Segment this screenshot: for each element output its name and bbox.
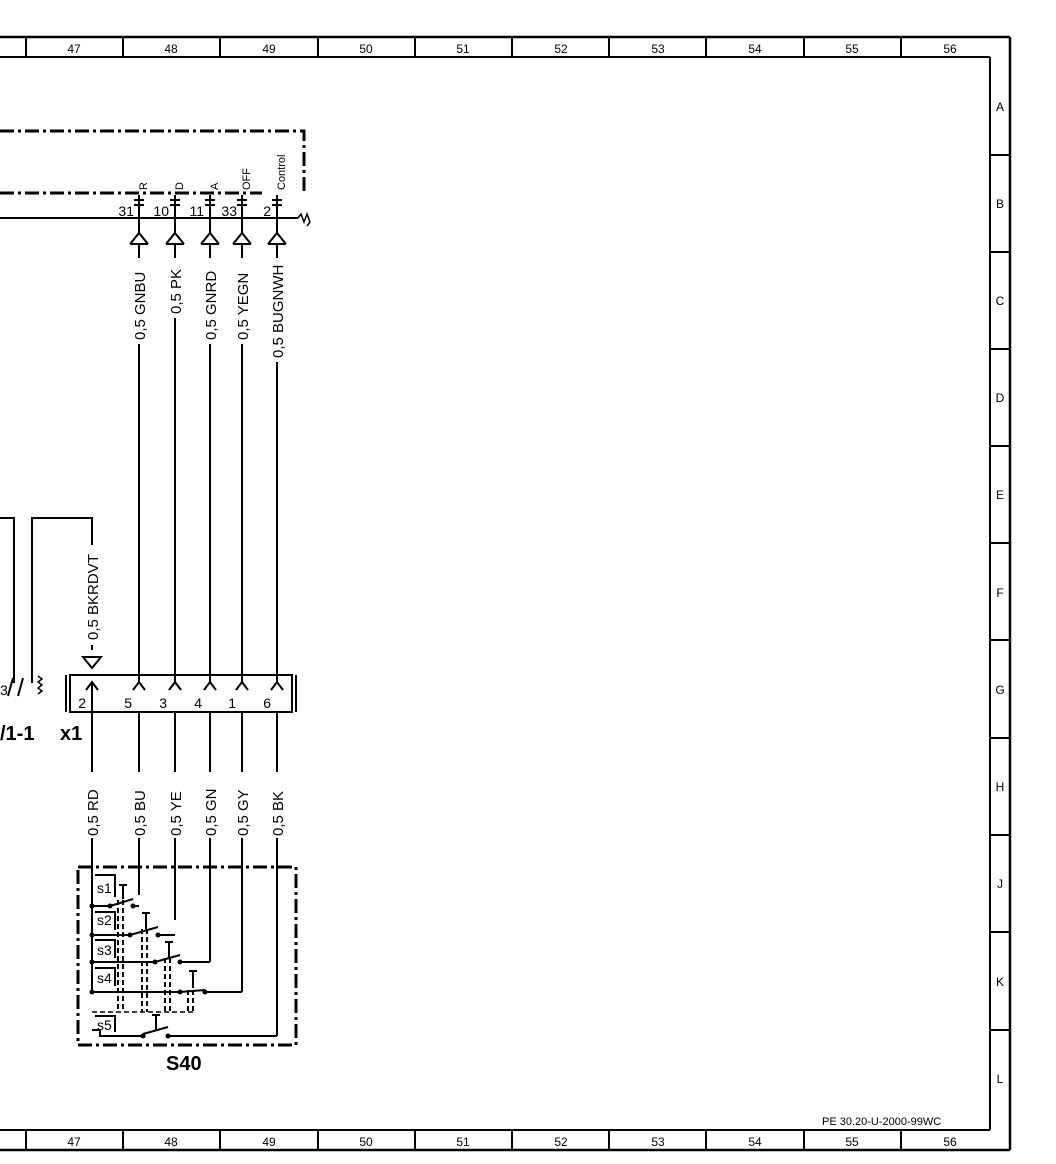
wire-label: 0,5 GNBU <box>132 272 149 340</box>
ground-arrow-icon <box>80 656 104 670</box>
connector-pin: 2 <box>78 695 86 711</box>
wire-label: 0,5 BUGNWH <box>270 265 287 358</box>
wire-label: 0,5 PK <box>168 269 185 314</box>
connector-name: x1 <box>60 723 82 745</box>
row-label: B <box>996 197 1004 211</box>
col-top: 53 <box>651 42 665 56</box>
col-top: 56 <box>943 42 957 56</box>
switch-contact-label: s5 <box>97 1017 112 1033</box>
switch-contact-label: s2 <box>97 912 112 928</box>
lower-wire-labels: 0,5 RD 0,5 BU 0,5 YE 0,5 GN 0,5 GY 0,5 B… <box>84 772 287 838</box>
col-bottom: 54 <box>748 1135 762 1149</box>
col-top: 52 <box>554 42 568 56</box>
row-label: F <box>996 586 1003 600</box>
switch-contact-label: s1 <box>97 880 112 896</box>
upper-wire-labels: 0,5 GNBU 0,5 PK 0,5 GNRD 0,5 YEGN 0,5 BU… <box>131 258 287 362</box>
switch-s40: s1 s2 s3 s4 s5 S40 <box>76 865 298 1075</box>
row-label: K <box>996 975 1004 989</box>
switch-contact-label: s4 <box>97 970 112 986</box>
col-top: 48 <box>164 42 178 56</box>
col-top: 55 <box>845 42 859 56</box>
col-top: 51 <box>456 42 470 56</box>
col-bottom: 51 <box>456 1135 470 1149</box>
col-bottom: 55 <box>845 1135 859 1149</box>
row-label: D <box>996 391 1005 405</box>
column-numbers: 47 48 49 50 51 52 53 54 55 56 47 48 49 5… <box>67 42 957 1149</box>
row-label: L <box>997 1072 1004 1086</box>
connector-pin: 3 <box>159 695 167 711</box>
col-top: 50 <box>359 42 373 56</box>
ecu-pin-number: 2 <box>263 203 271 219</box>
row-letters: A B C D E F G H J K L <box>995 100 1004 1086</box>
wire-label: 0,5 BU <box>132 790 149 836</box>
wire-label-left: 0,5 BKRDVT <box>85 554 102 640</box>
ecu-pin-function: A <box>209 182 221 190</box>
connector-pin: 1 <box>228 695 236 711</box>
switch-contact-label: s3 <box>97 942 112 958</box>
connector-pin: 5 <box>124 695 132 711</box>
ecu-pin-function: D <box>174 182 186 190</box>
ecu-pins: 31 10 11 33 2 R D A OFF Control <box>118 155 288 234</box>
ecu-pin-function: R <box>138 182 150 190</box>
connector-x1: 2 5 3 4 1 6 x1 <box>60 674 297 745</box>
drawing-reference: PE 30.20-U-2000-99WC <box>822 1116 941 1128</box>
col-bottom: 56 <box>943 1135 957 1149</box>
ecu-pin-number: 31 <box>118 203 134 219</box>
lower-wires <box>91 712 278 1037</box>
col-bottom: 47 <box>67 1135 81 1149</box>
control-unit-box <box>0 129 311 227</box>
ecu-pin-number: 11 <box>189 203 204 219</box>
col-bottom: 50 <box>359 1135 373 1149</box>
ecu-pin-function: OFF <box>241 168 253 190</box>
left-wires <box>0 517 93 697</box>
wire-label: 0,5 RD <box>85 789 102 836</box>
wire-label: 0,5 YEGN <box>235 273 252 340</box>
frame <box>0 35 1012 1152</box>
row-label: E <box>996 488 1004 502</box>
col-top: 49 <box>262 42 276 56</box>
wire-label: 0,5 BK <box>270 791 287 836</box>
col-bottom: 49 <box>262 1135 276 1149</box>
wire-label: 0,5 GN <box>203 788 220 836</box>
row-label: J <box>997 877 1003 891</box>
row-label: C <box>996 294 1005 308</box>
wire-label: 0,5 YE <box>168 791 185 836</box>
col-top: 47 <box>67 42 81 56</box>
ecu-pin-function: Control <box>276 155 288 190</box>
left-component-pin: 3 <box>0 682 8 698</box>
wire-label: 0,5 GNRD <box>203 271 220 340</box>
upper-connector-arrows <box>129 231 287 245</box>
ecu-pin-number: 10 <box>153 203 169 219</box>
connector-pin: 6 <box>263 695 271 711</box>
row-label: G <box>995 683 1004 697</box>
ecu-pin-number: 33 <box>221 203 237 219</box>
wire-label: 0,5 GY <box>235 789 252 836</box>
col-bottom: 48 <box>164 1135 178 1149</box>
row-label: H <box>996 780 1005 794</box>
switch-name: S40 <box>166 1053 202 1075</box>
connector-pin: 4 <box>194 695 202 711</box>
col-bottom: 52 <box>554 1135 568 1149</box>
left-component-label: /1-1 <box>0 723 34 745</box>
row-label: A <box>996 100 1004 114</box>
col-top: 54 <box>748 42 762 56</box>
col-bottom: 53 <box>651 1135 665 1149</box>
